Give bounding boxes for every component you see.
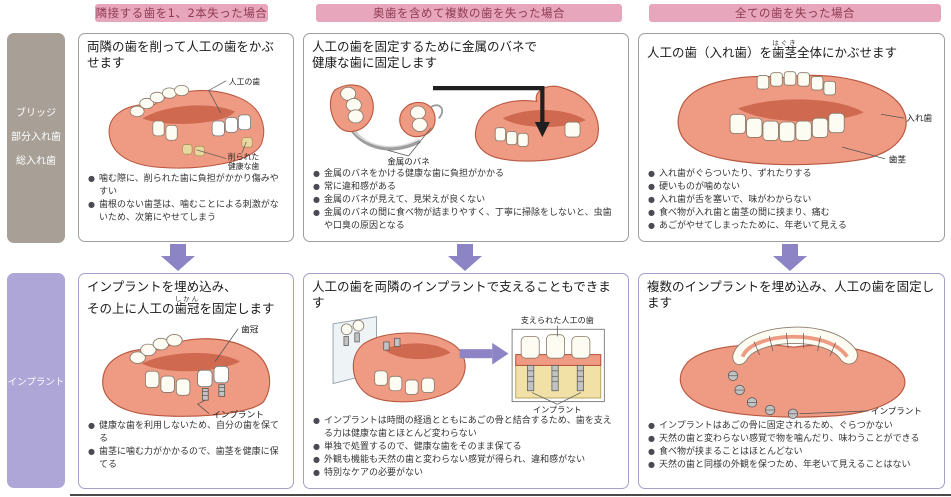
partial-denture-illustration: 金属のバネ xyxy=(310,73,622,167)
cell-implant-single-title: インプラントを埋め込み、 その上に人工の歯冠しかんを固定します xyxy=(87,279,285,318)
cell-bridge-bullets: 噛む際に、削られた歯に負担がかかり傷みやすい 歯根のない歯茎は、噛むことによる刺… xyxy=(88,173,285,233)
bullet: 特別なケアの必要がない xyxy=(313,467,620,480)
cell-full-denture: 人工の歯（入れ歯）を歯茎はぐき全体にかぶせます xyxy=(638,33,945,242)
title-post: 全体にかぶせます xyxy=(797,45,898,60)
callout-crown: 歯冠 xyxy=(241,323,259,335)
full-denture-drawing: 入れ歯 歯茎 xyxy=(677,71,933,166)
row-label-bridge: ブリッジ xyxy=(16,108,56,119)
bullet: 常に違和感がある xyxy=(313,181,620,194)
down-arrow-icon xyxy=(161,244,195,271)
bridge-illustration: 人工の歯 削られた 健康な歯 xyxy=(85,73,287,173)
cell-implant-single-bullets: 健康な歯を利用しないため、自分の歯を保てる 歯茎に噛む力がかかるので、歯茎を健康… xyxy=(88,420,285,480)
cell-bridge-title: 両隣の歯を削って人工の歯をかぶせます xyxy=(87,39,274,71)
partial-denture-drawing: 金属のバネ xyxy=(329,83,599,166)
cell-implant-bridge-bullets: インプラントは時間の経過とともにあごの骨と結合するため、歯を支える力は健康な歯と… xyxy=(313,415,620,480)
row-label-partial-denture: 部分入れ歯 xyxy=(11,132,61,143)
ruby-base: 歯冠 xyxy=(174,301,200,317)
ruby-furigana: はぐき xyxy=(772,39,798,47)
bullet: 噛む際に、削られた歯に負担がかかり傷みやすい xyxy=(88,173,285,199)
title-line2-post: を固定します xyxy=(199,301,275,317)
bullet: 硬いものが噛めない xyxy=(648,181,936,194)
row-label-bridge-denture: ブリッジ 部分入れ歯 総入れ歯 xyxy=(7,33,65,243)
bullet: 外観も機能も天然の歯と変わらない感覚が得られ、違和感がない xyxy=(313,454,620,467)
callout-supported-teeth: 支えられた人工の歯 xyxy=(521,314,594,324)
callout-implant: インプラント xyxy=(212,409,264,419)
bullet: 天然の歯と変わらない感覚で物を噛んだり、味わうことができる xyxy=(648,433,936,446)
down-arrow-icon xyxy=(773,244,807,271)
ruby-base: 歯茎 xyxy=(772,45,798,60)
bridge-jaw-drawing: 人工の歯 削られた 健康な歯 xyxy=(108,76,265,171)
implant-full-illustration: インプラント xyxy=(645,313,938,420)
callout-implant: インプラント xyxy=(533,404,582,414)
bullet: 入れ歯がぐらついたり、ずれたりする xyxy=(648,168,936,181)
bullet: 金属のバネの間に食べ物が詰まりやすく、丁寧に掃除をしないと、虫歯や口臭の原因とな… xyxy=(313,207,620,233)
callout-shaved-line2: 健康な歯 xyxy=(228,161,260,171)
title-ruby: 歯冠しかん xyxy=(174,295,200,317)
cell-full-denture-title: 人工の歯（入れ歯）を歯茎はぐき全体にかぶせます xyxy=(647,39,936,61)
cell-full-denture-bullets: 入れ歯がぐらついたり、ずれたりする 硬いものが噛めない 入れ歯が舌を塞いで、味が… xyxy=(648,168,936,233)
cell-partial-denture: 人工の歯を固定するために金属のバネで 健康な歯に固定します 金属のバネ xyxy=(303,33,629,242)
implant-bridge-illustration: 支えられた人工の歯 インプラント xyxy=(310,313,622,414)
cell-partial-denture-bullets: 金属のバネをかける健康な歯に負担がかかる 常に違和感がある 金属のバネが見えて、… xyxy=(313,168,620,233)
bullet: インプラントはあごの骨に固定されるため、ぐらつかない xyxy=(648,420,936,433)
cell-implant-bridge-title: 人工の歯を両隣のインプラントで支えることもできます xyxy=(312,279,611,311)
cell-partial-denture-title: 人工の歯を固定するために金属のバネで 健康な歯に固定します xyxy=(312,39,620,72)
down-arrow-icon xyxy=(448,244,482,271)
page-bottom-edge xyxy=(70,494,951,496)
row-label-full-denture: 総入れ歯 xyxy=(16,156,56,167)
cell-implant-single: インプラントを埋め込み、 その上に人工の歯冠しかんを固定します xyxy=(78,273,294,489)
implant-full-drawing: インプラント xyxy=(679,326,922,419)
bullet: 天然の歯と同様の外観を保つため、年老いて見えることはない xyxy=(648,459,936,472)
bullet: 入れ歯が舌を塞いで、味がわからない xyxy=(648,194,936,207)
column-header-lost-all-teeth: 全ての歯を失った場合 xyxy=(649,4,941,22)
bullet: 食べ物が挟まることはほとんどない xyxy=(648,446,936,459)
bullet: インプラントは時間の経過とともにあごの骨と結合するため、歯を支える力は健康な歯と… xyxy=(313,415,620,441)
cell-implant-full-title: 複数のインプラントを埋め込み、人工の歯を固定します xyxy=(647,279,935,311)
title-line2-pre: その上に人工の xyxy=(87,301,175,317)
implant-bridge-drawing: 支えられた人工の歯 インプラント xyxy=(332,314,605,414)
column-header-lost-multiple-teeth: 奥歯を含めて複数の歯を失った場合 xyxy=(316,4,622,22)
row-label-implant: インプラント xyxy=(7,273,65,488)
cell-bridge: 両隣の歯を削って人工の歯をかぶせます xyxy=(78,33,294,242)
ruby-furigana: しかん xyxy=(174,295,200,304)
bullet: あごがやせてしまったために、年老いて見える xyxy=(648,220,936,233)
cell-implant-full-bullets: インプラントはあごの骨に固定されるため、ぐらつかない 天然の歯と変わらない感覚で… xyxy=(648,420,936,480)
callout-gum: 歯茎 xyxy=(889,154,907,166)
callout-shaved-line1: 削られた xyxy=(228,151,260,161)
cell-implant-bridge: 人工の歯を両隣のインプラントで支えることもできます xyxy=(303,273,629,489)
callout-implant: インプラント xyxy=(871,405,922,416)
bullet: 単独で処置するので、健康な歯をそのまま保てる xyxy=(313,441,620,454)
title-line-1: インプラントを埋め込み、 xyxy=(87,279,237,294)
callout-artificial-tooth: 人工の歯 xyxy=(229,76,261,86)
title-line-2: 健康な歯に固定します xyxy=(312,55,438,71)
bullet: 食べ物が入れ歯と歯茎の間に挟まり、痛む xyxy=(648,207,936,220)
title-ruby: 歯茎はぐき xyxy=(772,39,798,60)
callout-metal-spring: 金属のバネ xyxy=(387,156,429,166)
callout-denture: 入れ歯 xyxy=(906,112,932,124)
bullet: 歯根のない歯茎は、噛むことによる刺激がないため、次第にやせてしまう xyxy=(88,199,285,225)
row-label-implant-text: インプラント xyxy=(7,376,65,388)
bullet: 歯茎に噛む力がかかるので、歯茎を健康に保てる xyxy=(88,446,285,472)
implant-single-drawing: 歯冠 インプラント xyxy=(102,323,271,419)
cell-implant-full: 複数のインプラントを埋め込み、人工の歯を固定します xyxy=(638,273,945,489)
implant-single-illustration: 歯冠 インプラント xyxy=(85,319,287,419)
bullet: 健康な歯を利用しないため、自分の歯を保てる xyxy=(88,420,285,446)
title-line-1: 人工の歯を固定するために金属のバネで xyxy=(312,39,538,54)
full-denture-illustration: 入れ歯 歯茎 xyxy=(645,62,938,167)
title-line-2: その上に人工の歯冠しかんを固定します xyxy=(87,295,285,317)
column-header-lost-1-2-teeth: 隣接する歯を1、2本失った場合 xyxy=(95,4,268,22)
bullet: 金属のバネをかける健康な歯に負担がかかる xyxy=(313,168,620,181)
bullet: 金属のバネが見えて、見栄えが良くない xyxy=(313,194,620,207)
title-pre: 人工の歯（入れ歯）を xyxy=(647,45,773,60)
